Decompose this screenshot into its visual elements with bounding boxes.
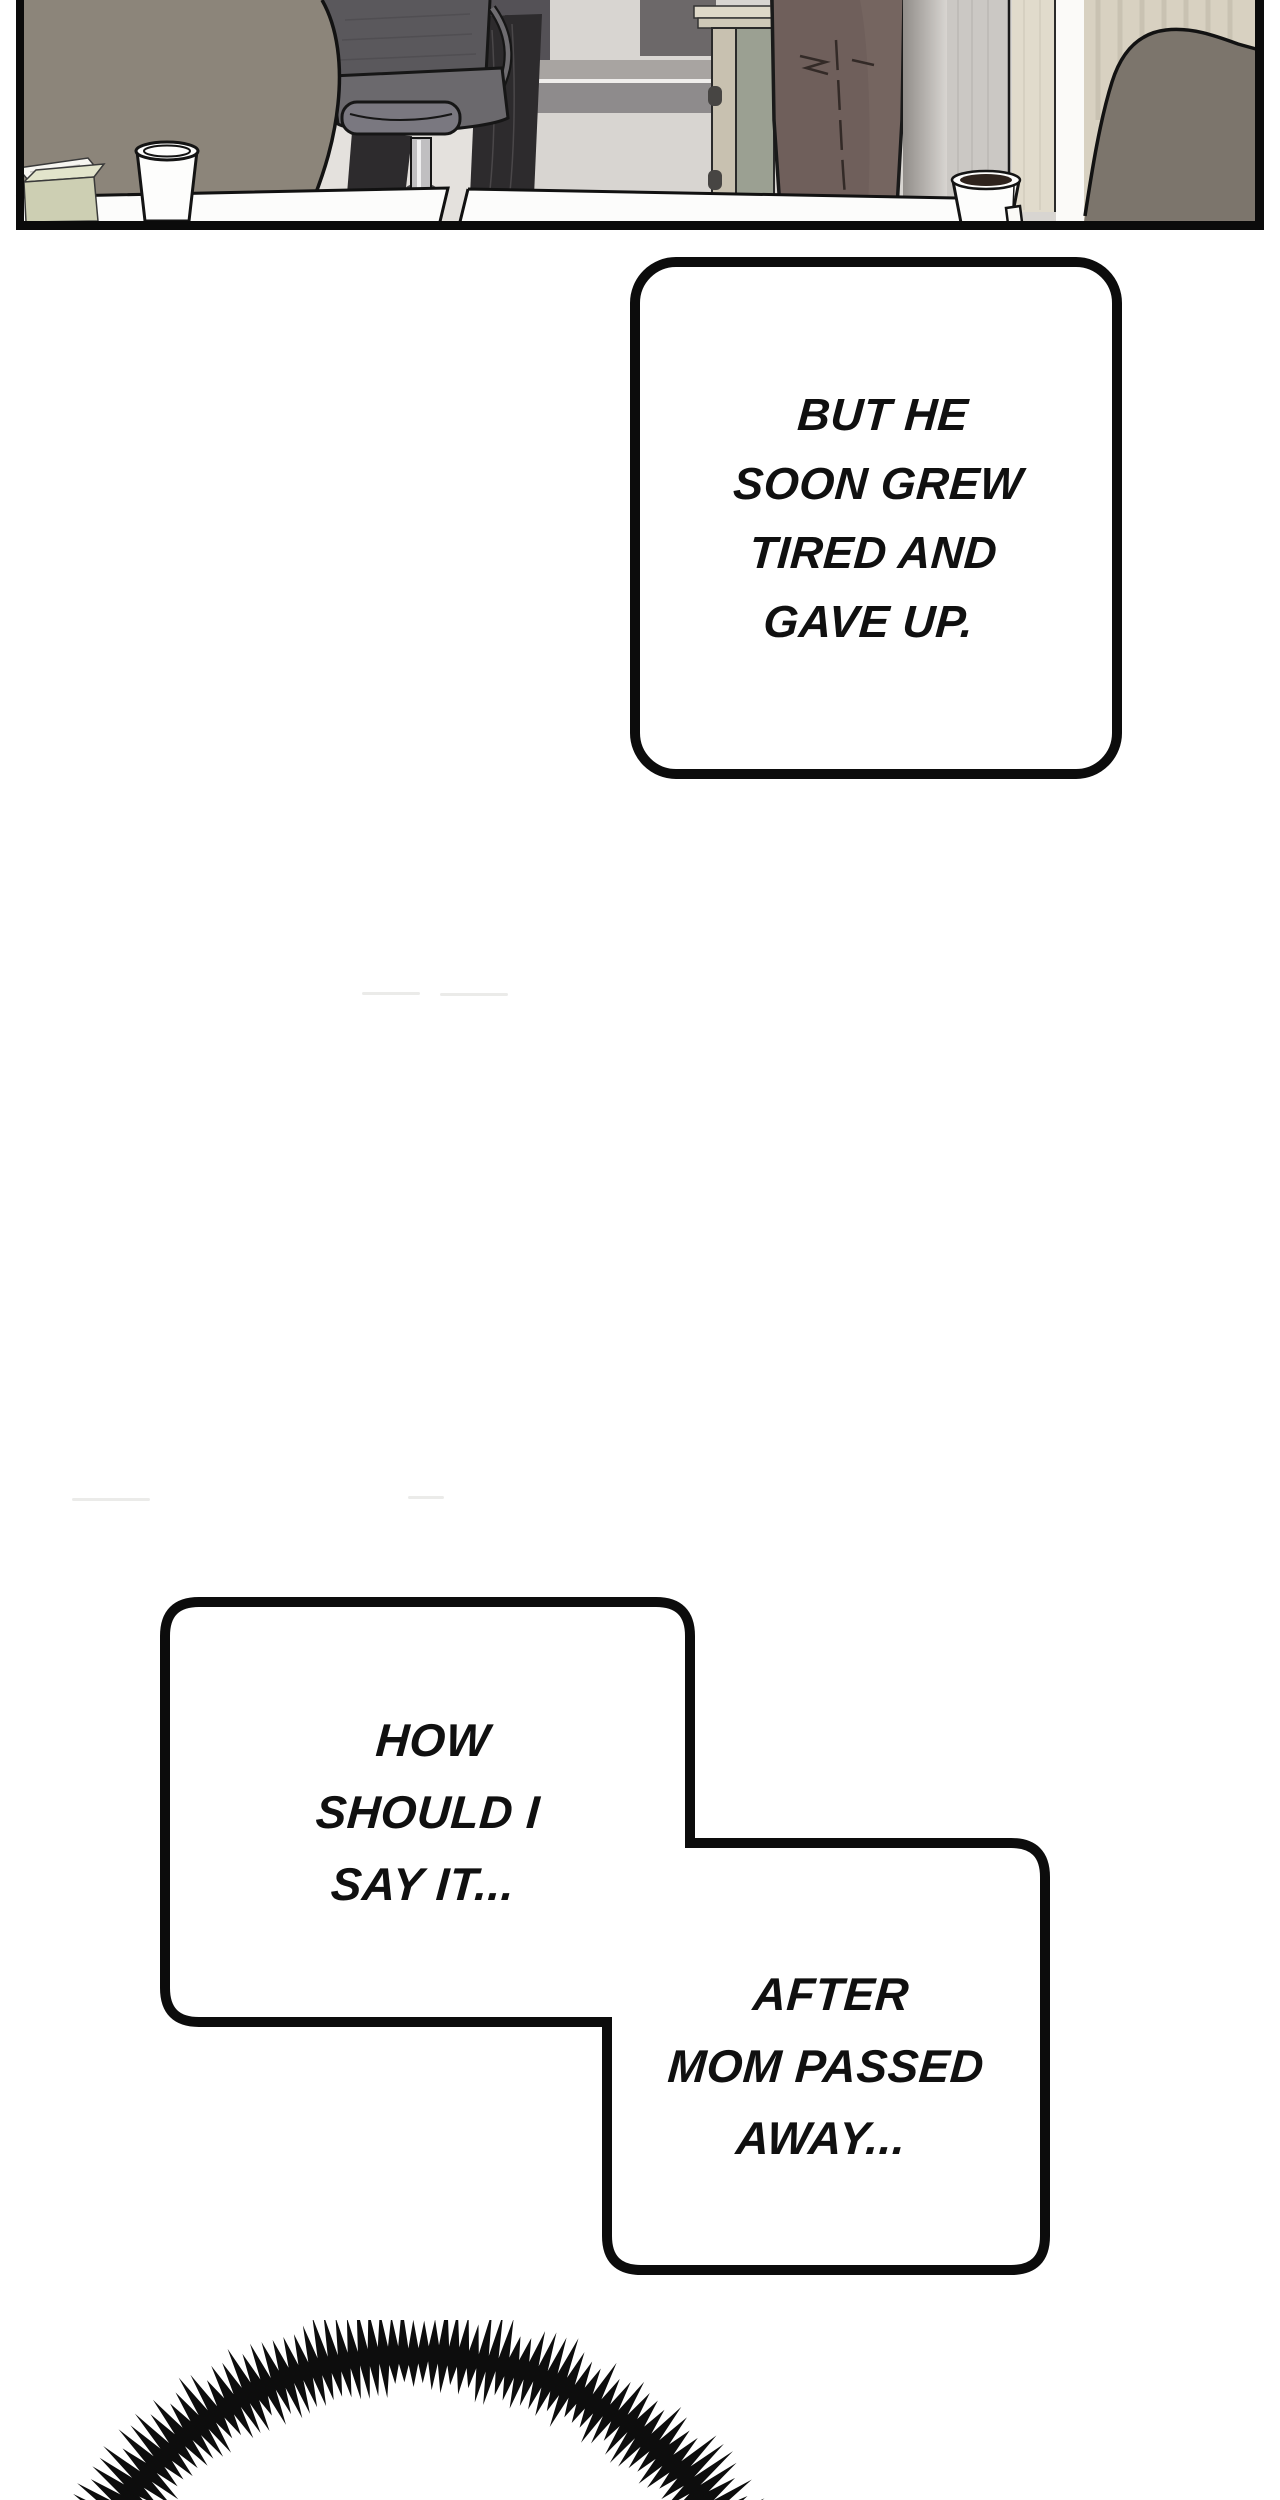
drawer-handle <box>708 86 722 106</box>
smudge-artifact <box>440 993 508 996</box>
scream-burst-arc <box>73 2320 765 2500</box>
doorway-gap <box>1056 0 1084 222</box>
paper-cup-left <box>134 140 200 223</box>
speech-text: AFTER MOM PASSED AWAY... <box>660 1958 991 2174</box>
speech-line: SHOULD I <box>313 1786 542 1838</box>
drawer-cabinet <box>693 5 775 209</box>
speech-text: BUT HE SOON GREW TIRED AND GAVE UP. <box>722 380 1031 656</box>
smudge-artifact <box>408 1496 444 1499</box>
partition-panel <box>903 0 947 206</box>
smudge-artifact <box>362 992 420 995</box>
right-chair-back <box>1083 27 1257 222</box>
speech-line: BUT HE <box>796 389 971 440</box>
smudge-artifact <box>72 1498 150 1501</box>
speech-line: TIRED AND <box>747 527 1000 578</box>
speech-bubble-after-mom: AFTER MOM PASSED AWAY... <box>607 1843 1045 2270</box>
foreground-sofa-back <box>16 0 342 199</box>
panel-border <box>16 0 1264 230</box>
burst-spikes <box>73 2320 765 2500</box>
speech-line: SOON GREW <box>731 458 1025 509</box>
chair-seat <box>340 100 462 136</box>
office-panel <box>0 0 1280 230</box>
speech-line: SAY IT... <box>328 1858 517 1910</box>
speech-bubble-gave-up: BUT HE SOON GREW TIRED AND GAVE UP. <box>630 257 1122 779</box>
standing-person-legs <box>770 0 906 209</box>
speech-line: GAVE UP. <box>762 596 976 647</box>
tea-cup-right <box>950 169 1024 230</box>
speech-bubble-compound <box>160 1597 1050 2275</box>
speech-line: MOM PASSED <box>666 2039 986 2092</box>
speech-text: HOW SHOULD I SAY IT... <box>308 1704 547 1920</box>
speech-line: AWAY... <box>734 2111 908 2164</box>
drawer-handle <box>708 170 722 190</box>
office-scene <box>15 0 1264 230</box>
compound-bubble-outline <box>160 1597 1050 2275</box>
book-stack <box>16 157 106 223</box>
speech-line: HOW <box>373 1714 492 1766</box>
office-chair <box>320 0 513 199</box>
speech-line: AFTER <box>751 1967 911 2020</box>
